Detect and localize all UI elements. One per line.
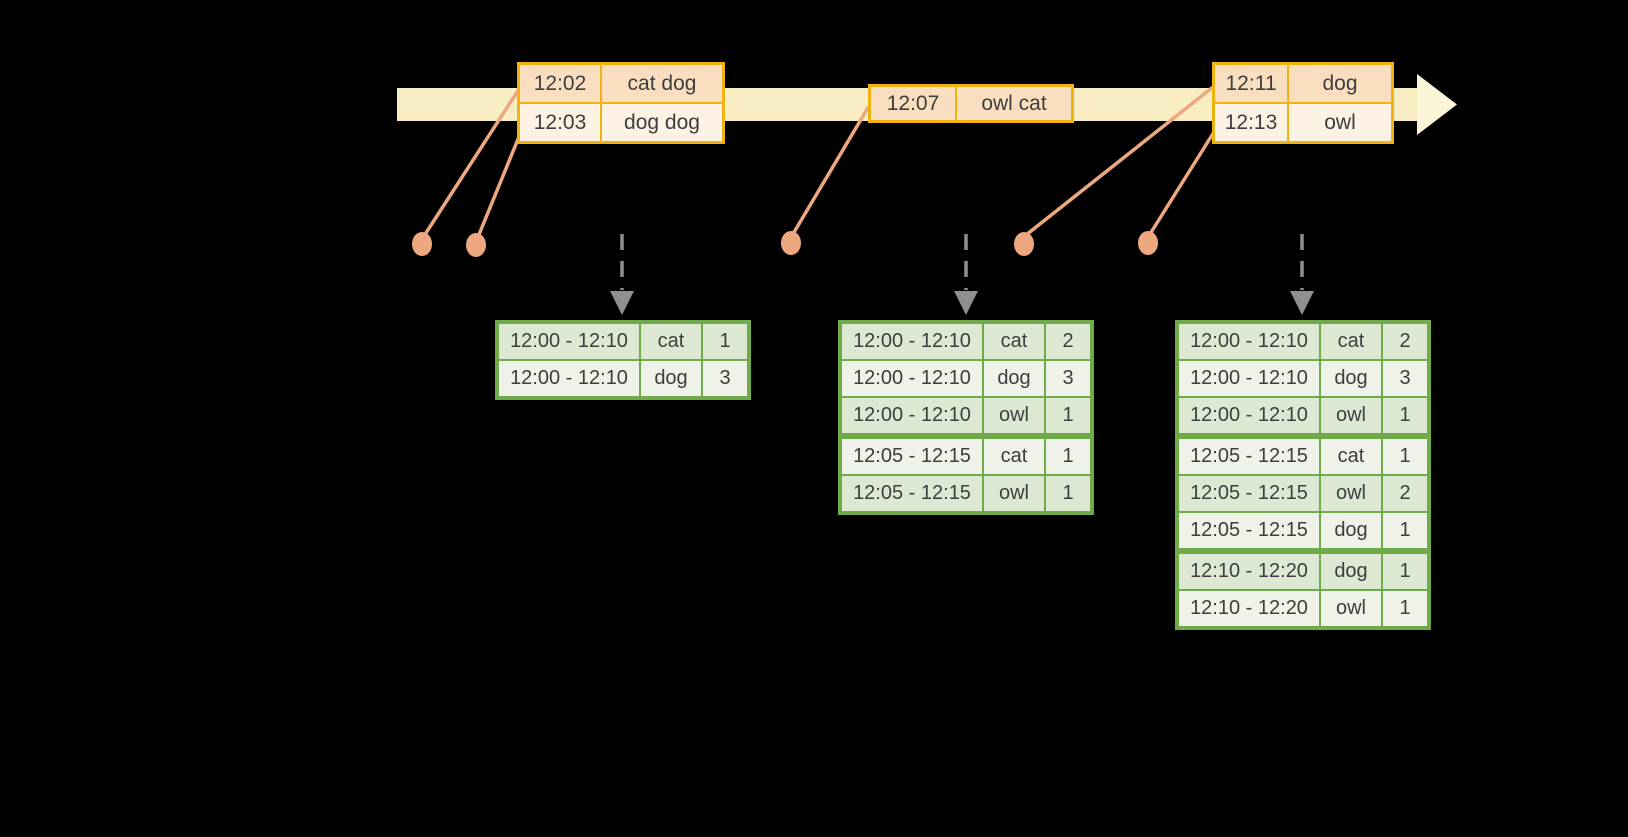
event-dot-icon [1014, 232, 1034, 256]
count-cell: 1 [1044, 476, 1090, 511]
count-cell: 3 [701, 361, 747, 396]
count-cell: 2 [1381, 476, 1427, 511]
count-cell: 1 [1044, 398, 1090, 433]
word-cell: cat [1319, 439, 1381, 474]
word-cell: owl [1319, 476, 1381, 511]
count-cell: 1 [1381, 398, 1427, 433]
count-cell: 3 [1044, 361, 1090, 396]
count-cell: 3 [1381, 361, 1427, 396]
count-cell: 1 [1381, 439, 1427, 474]
result-row: 12:00 - 12:10 owl 1 [1179, 396, 1427, 433]
event-time: 12:07 [871, 87, 957, 120]
window-cell: 12:00 - 12:10 [842, 361, 982, 396]
word-cell: owl [1319, 591, 1381, 626]
word-cell: cat [982, 439, 1044, 474]
event-time: 12:02 [520, 65, 602, 102]
word-cell: dog [1319, 554, 1381, 589]
event-dot-icon [781, 231, 801, 255]
result-table-2: 12:00 - 12:10 cat 2 12:00 - 12:10 dog 3 … [838, 320, 1094, 515]
result-row: 12:00 - 12:10 cat 1 [499, 324, 747, 359]
result-row: 12:00 - 12:10 owl 1 [842, 396, 1090, 433]
word-cell: owl [1319, 398, 1381, 433]
event-row: 12:11 dog [1215, 65, 1391, 102]
result-row: 12:10 - 12:20 owl 1 [1179, 589, 1427, 626]
timeline-arrow-head-icon [1417, 74, 1457, 135]
window-cell: 12:10 - 12:20 [1179, 591, 1319, 626]
event-table-2: 12:07 owl cat [868, 84, 1074, 123]
result-row: 12:05 - 12:15 cat 1 [1179, 433, 1427, 474]
event-row: 12:02 cat dog [520, 65, 722, 102]
event-time: 12:13 [1215, 104, 1289, 141]
window-cell: 12:00 - 12:10 [499, 361, 639, 396]
count-cell: 1 [1381, 513, 1427, 548]
event-connector-line [791, 105, 871, 235]
window-cell: 12:05 - 12:15 [842, 439, 982, 474]
window-cell: 12:05 - 12:15 [842, 476, 982, 511]
result-table-1: 12:00 - 12:10 cat 1 12:00 - 12:10 dog 3 [495, 320, 751, 400]
word-cell: cat [639, 324, 701, 359]
event-row: 12:07 owl cat [871, 87, 1071, 120]
trigger-down-arrow-icon [954, 234, 978, 315]
event-row: 12:13 owl [1215, 102, 1391, 141]
event-time: 12:03 [520, 104, 602, 141]
window-cell: 12:00 - 12:10 [1179, 324, 1319, 359]
event-connector-line [422, 88, 521, 237]
result-row: 12:05 - 12:15 owl 2 [1179, 474, 1427, 511]
count-cell: 1 [1044, 439, 1090, 474]
word-cell: dog [639, 361, 701, 396]
event-dot-icon [1138, 231, 1158, 255]
word-cell: dog [982, 361, 1044, 396]
event-connector-line [1024, 85, 1215, 237]
word-cell: cat [982, 324, 1044, 359]
trigger-down-arrow-icon [1290, 234, 1314, 315]
window-cell: 12:00 - 12:10 [1179, 398, 1319, 433]
word-cell: owl [982, 398, 1044, 433]
event-words: cat dog [602, 65, 722, 102]
window-cell: 12:00 - 12:10 [1179, 361, 1319, 396]
result-row: 12:00 - 12:10 dog 3 [1179, 359, 1427, 396]
event-connector-line [476, 126, 525, 238]
event-words: dog dog [602, 104, 722, 141]
window-cell: 12:00 - 12:10 [499, 324, 639, 359]
word-cell: dog [1319, 513, 1381, 548]
result-row: 12:05 - 12:15 owl 1 [842, 474, 1090, 511]
window-cell: 12:00 - 12:10 [842, 398, 982, 433]
trigger-down-arrow-icon [610, 234, 634, 315]
event-words: dog [1289, 65, 1391, 102]
result-row: 12:00 - 12:10 dog 3 [842, 359, 1090, 396]
word-cell: cat [1319, 324, 1381, 359]
window-cell: 12:05 - 12:15 [1179, 513, 1319, 548]
result-row: 12:00 - 12:10 cat 2 [842, 324, 1090, 359]
word-cell: owl [982, 476, 1044, 511]
result-row: 12:05 - 12:15 cat 1 [842, 433, 1090, 474]
result-row: 12:10 - 12:20 dog 1 [1179, 548, 1427, 589]
result-table-3: 12:00 - 12:10 cat 2 12:00 - 12:10 dog 3 … [1175, 320, 1431, 630]
event-table-3: 12:11 dog 12:13 owl [1212, 62, 1394, 144]
event-time: 12:11 [1215, 65, 1289, 102]
event-words: owl cat [957, 87, 1071, 120]
result-row: 12:05 - 12:15 dog 1 [1179, 511, 1427, 548]
count-cell: 1 [1381, 591, 1427, 626]
count-cell: 1 [1381, 554, 1427, 589]
event-dot-icon [412, 232, 432, 256]
result-row: 12:00 - 12:10 dog 3 [499, 359, 747, 396]
event-dot-icon [466, 233, 486, 257]
count-cell: 2 [1044, 324, 1090, 359]
window-cell: 12:10 - 12:20 [1179, 554, 1319, 589]
event-connector-line [1148, 131, 1216, 235]
event-row: 12:03 dog dog [520, 102, 722, 141]
window-cell: 12:00 - 12:10 [842, 324, 982, 359]
result-row: 12:00 - 12:10 cat 2 [1179, 324, 1427, 359]
event-words: owl [1289, 104, 1391, 141]
count-cell: 2 [1381, 324, 1427, 359]
count-cell: 1 [701, 324, 747, 359]
word-cell: dog [1319, 361, 1381, 396]
event-table-1: 12:02 cat dog 12:03 dog dog [517, 62, 725, 144]
window-cell: 12:05 - 12:15 [1179, 476, 1319, 511]
window-cell: 12:05 - 12:15 [1179, 439, 1319, 474]
